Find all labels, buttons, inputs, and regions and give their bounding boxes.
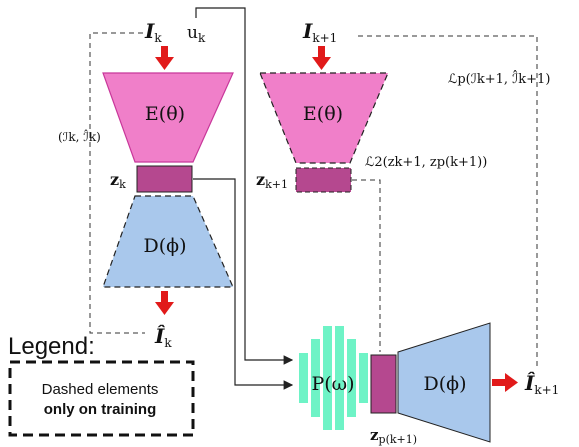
latent-box-zp bbox=[370, 354, 397, 414]
input-label-k1: Ik+1 bbox=[302, 19, 337, 45]
latent-loss-line bbox=[352, 179, 381, 352]
output-arrow-k1 bbox=[492, 373, 518, 392]
legend-line-1: Dashed elements bbox=[42, 381, 159, 398]
latent-label-zk: zk bbox=[110, 170, 126, 191]
loss-label-latent: ℒ2(zk+1, zp(k+1)) bbox=[365, 155, 487, 170]
loss-label-k: (ℐk, ℐ̂k) bbox=[58, 129, 101, 144]
legend-title: Legend: bbox=[8, 333, 95, 360]
latent-line-zk bbox=[193, 178, 294, 390]
latent-box-zk1 bbox=[295, 167, 352, 193]
recon-label-k: Îk bbox=[154, 324, 172, 350]
loss-label-pred: ℒp(ℐk+1, ℐ̂k+1) bbox=[448, 71, 550, 87]
encoder-k1 bbox=[259, 72, 389, 164]
recon-loss-loop-k bbox=[89, 32, 145, 334]
pred-loss-line bbox=[358, 35, 538, 367]
latent-box-zk bbox=[136, 165, 193, 193]
latent-label-zp: zp(k+1) bbox=[370, 426, 417, 446]
decoder-pred-label: D(ϕ) bbox=[423, 373, 466, 395]
recon-label-k1: Îk+1 bbox=[524, 371, 559, 397]
predictor-bars bbox=[299, 326, 368, 430]
decoder-k-label: D(ϕ) bbox=[143, 235, 186, 257]
encoder-k bbox=[102, 72, 234, 163]
encoder-k1-label: E(θ) bbox=[303, 103, 343, 125]
decoder-k bbox=[102, 195, 234, 288]
latent-label-zk1: zk+1 bbox=[256, 170, 288, 191]
input-label-k: Ik bbox=[144, 19, 162, 45]
input-arrow-k1 bbox=[312, 46, 331, 70]
decoder-pred bbox=[397, 322, 491, 443]
output-arrow-k bbox=[155, 291, 174, 315]
legend-line-2: only on training bbox=[44, 401, 157, 418]
predictor-label: P(ω) bbox=[311, 373, 354, 395]
control-line-uk bbox=[195, 7, 294, 365]
encoder-k-label: E(θ) bbox=[145, 103, 185, 125]
legend-box bbox=[8, 360, 195, 437]
control-label-uk: uk bbox=[187, 23, 206, 45]
input-arrow-k bbox=[155, 46, 174, 70]
